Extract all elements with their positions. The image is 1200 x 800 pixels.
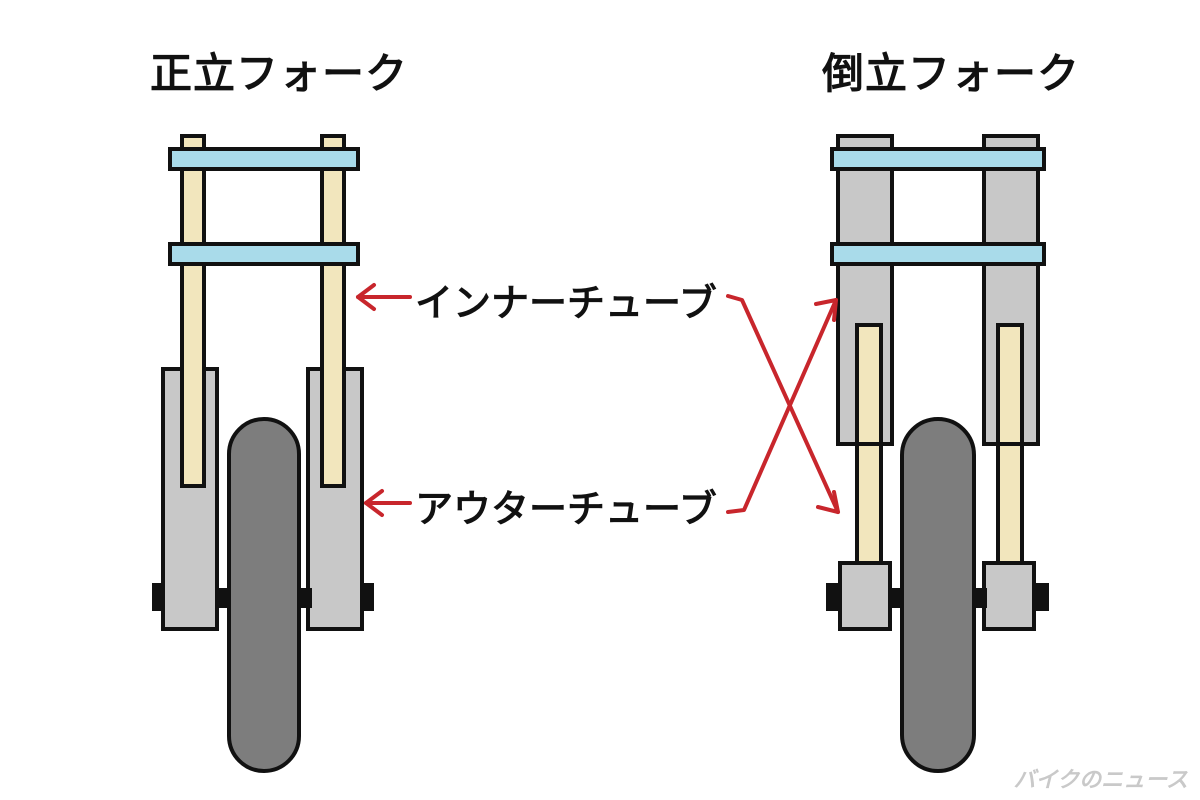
left-fork-inner-tube-right [320,134,346,488]
inner-tube-arrow-left [356,283,412,311]
left-fork-bottom-bracket [168,242,360,266]
outer-tube-leader-right [726,298,838,514]
label-outer-tube: アウターチューブ [415,487,717,531]
right-fork-bottom-bracket [830,242,1046,266]
conventional-fork [152,134,374,773]
label-inner-tube: インナーチューブ [415,281,717,325]
title-conventional-fork: 正立フォーク [150,49,409,98]
title-inverted-fork: 倒立フォーク [822,49,1081,98]
right-fork-top-bracket [830,147,1046,171]
right-axle-holder-right [982,561,1036,631]
right-tire [900,417,976,773]
watermark-logo: バイクのニュース [1013,768,1188,793]
left-fork-top-bracket [168,147,360,171]
left-fork-inner-tube-left [180,134,206,488]
inverted-fork [826,134,1049,773]
left-tire [227,417,301,773]
inner-tube-leader-right [726,294,840,514]
outer-tube-arrow-left [364,489,412,517]
right-axle-holder-left [838,561,892,631]
right-fork-inner-tube-right-top [996,323,1024,446]
right-fork-inner-tube-left-top [855,323,883,446]
